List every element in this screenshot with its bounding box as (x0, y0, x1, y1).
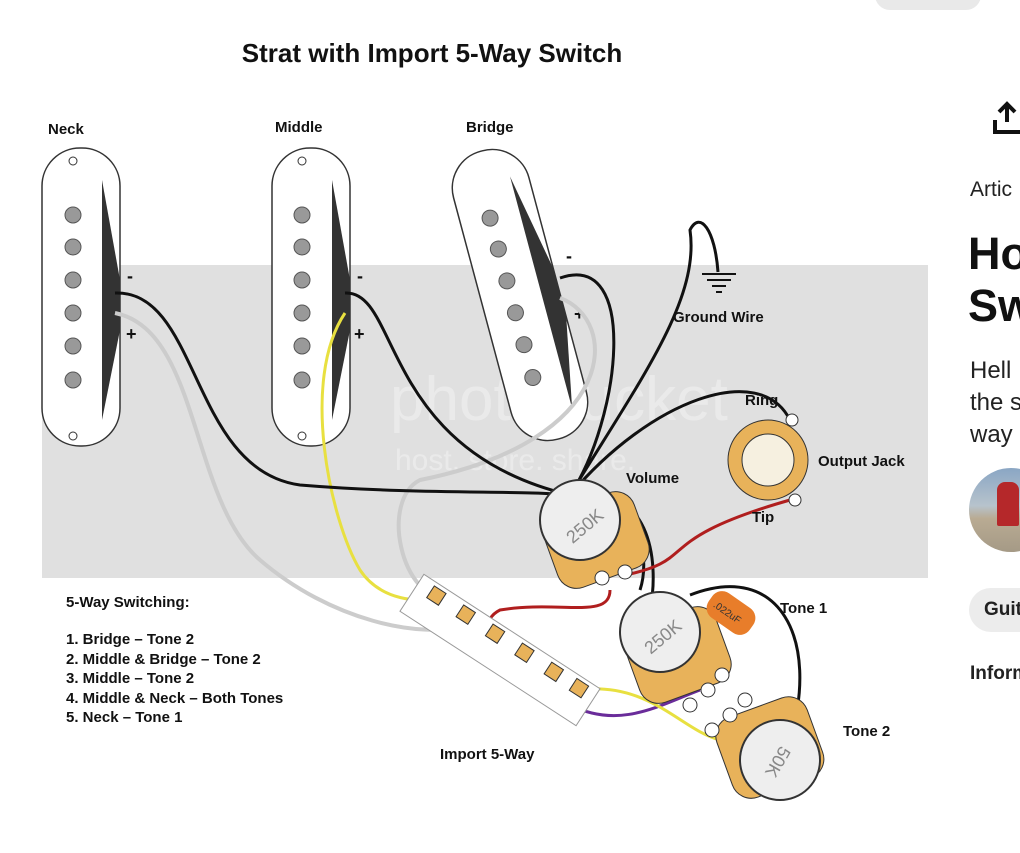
pin-description: Hell the s way (970, 355, 1020, 451)
avatar[interactable] (969, 468, 1020, 552)
switch-label: Import 5-Way (440, 746, 535, 763)
output-jack (727, 413, 809, 507)
description-line: way (970, 421, 1013, 448)
wiring-diagram-image: Strat with Import 5-Way Switch photobuck… (41, 38, 928, 801)
neck-plus: + (126, 324, 137, 344)
switching-legend: 5-Way Switching: 1. Bridge – Tone 2 2. M… (66, 594, 283, 726)
bridge-label: Bridge (466, 119, 514, 136)
title-line: Sw (968, 280, 1020, 331)
jack-tip-label: Tip (752, 509, 774, 526)
title-line: Ho (968, 228, 1020, 279)
share-icon[interactable] (992, 100, 1020, 136)
ground-label: Ground Wire (673, 309, 764, 326)
top-pill-button[interactable] (875, 0, 981, 10)
switching-heading: 5-Way Switching: (66, 594, 190, 611)
tone2-label: Tone 2 (843, 723, 890, 740)
switching-item: 4. Middle & Neck – Both Tones (66, 690, 283, 707)
pin-type-label: Artic (970, 178, 1012, 201)
switching-item: 3. Middle – Tone 2 (66, 670, 194, 687)
volume-label: Volume (626, 470, 679, 487)
tone1-label: Tone 1 (780, 600, 827, 617)
switching-item: 2. Middle & Bridge – Tone 2 (66, 651, 261, 668)
description-line: the s (970, 389, 1020, 416)
switching-item: 5. Neck – Tone 1 (66, 709, 182, 726)
bridge-pickup (451, 148, 589, 442)
section-heading: Inform (970, 663, 1020, 684)
wires (114, 220, 802, 742)
jack-ring-label: Ring (745, 392, 778, 409)
description-line: Hell (970, 357, 1012, 384)
tone2-pot: 50K (704, 692, 825, 801)
middle-label: Middle (275, 119, 323, 136)
diagram-title: Strat with Import 5-Way Switch (242, 38, 622, 68)
tone1-pot: 250K .022uF (619, 591, 756, 713)
middle-minus: - (357, 266, 363, 286)
bridge-plus: + (574, 304, 585, 324)
switching-item: 1. Bridge – Tone 2 (66, 631, 194, 648)
pin-title: Ho Sw (968, 228, 1020, 332)
middle-plus: + (354, 324, 365, 344)
neck-label: Neck (48, 121, 85, 138)
neck-minus: - (127, 266, 133, 286)
volume-pot: 250K (539, 479, 650, 589)
neck-pickup (41, 147, 121, 447)
bridge-minus: - (566, 246, 572, 266)
topic-chip[interactable]: Guit (969, 588, 1020, 632)
middle-pickup (271, 147, 351, 447)
ground-icon (702, 273, 736, 293)
five-way-switch (399, 573, 601, 727)
output-jack-label: Output Jack (818, 453, 905, 470)
